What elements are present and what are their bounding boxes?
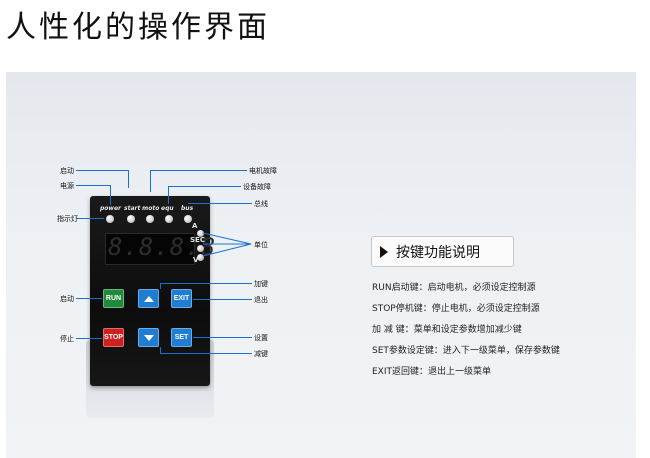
led-start — [127, 215, 135, 223]
key-function-title: 按键功能说明 — [396, 244, 480, 261]
callout-line — [160, 347, 161, 353]
description-line: SET参数设定键：进入下一级菜单，保存参数键 — [372, 346, 560, 356]
callout-inc-key: 加键 — [254, 280, 268, 288]
description-line: 加 减 键：菜单和设定参数增加减少键 — [372, 325, 522, 335]
led-moto — [146, 215, 154, 223]
callout-line — [160, 353, 252, 354]
callout-set: 设置 — [254, 334, 268, 342]
arrow-up-icon — [143, 295, 154, 302]
callout-stop: 停止 — [60, 335, 74, 343]
callout-equip-fault: 设备故障 — [243, 183, 271, 191]
callout-line — [110, 185, 111, 205]
led-bus — [184, 215, 192, 223]
callout-line — [76, 338, 102, 339]
led-label-bus: bus — [181, 205, 194, 212]
callout-line — [168, 186, 241, 187]
led-label-moto: moto — [142, 205, 160, 212]
callout-line — [150, 170, 151, 192]
callout-line — [76, 185, 110, 186]
indicator-label-a: A — [192, 222, 198, 230]
callout-power: 电源 — [60, 182, 74, 190]
indicator-dot-sec — [197, 245, 204, 252]
callout-bus: 总线 — [254, 200, 268, 208]
exit-button[interactable]: EXIT — [171, 289, 192, 308]
callout-start: 启动 — [60, 167, 74, 175]
callout-line — [193, 337, 252, 338]
description-line: RUN启动键：启动电机，必须设定控制源 — [372, 283, 536, 293]
triangle-right-icon — [380, 245, 388, 258]
callout-line — [193, 299, 252, 300]
callout-run-start: 启动 — [60, 295, 74, 303]
description-line: EXIT返回键：退出上一级菜单 — [372, 367, 492, 377]
callout-motor-fault: 电机故障 — [249, 167, 277, 175]
indicator-dot-a — [197, 230, 204, 237]
callout-unit: 单位 — [254, 241, 268, 249]
decrease-button[interactable] — [138, 328, 159, 347]
description-line: STOP停机键：停止电机，必须设定控制源 — [372, 304, 540, 314]
callout-line — [128, 170, 129, 188]
led-label-equ: equ — [161, 205, 174, 212]
arrow-down-icon — [143, 334, 154, 341]
run-button[interactable]: RUN — [103, 289, 124, 308]
callout-line — [76, 170, 128, 171]
increase-button[interactable] — [138, 289, 159, 308]
indicator-label-v: V — [193, 256, 199, 264]
led-equ — [165, 215, 173, 223]
stop-button[interactable]: STOP — [103, 328, 124, 347]
callout-dec-key: 减键 — [254, 350, 268, 358]
callout-line — [168, 186, 169, 204]
led-label-start: start — [124, 205, 141, 212]
unit-callout-lines — [203, 232, 252, 257]
callout-line — [160, 283, 161, 289]
callout-indicator-lights: 指示灯 — [57, 215, 78, 223]
seven-segment-display — [105, 233, 195, 265]
indicator-label-sec: SEC — [190, 236, 205, 244]
callout-exit: 退出 — [254, 296, 268, 304]
indicator-dot-v — [197, 254, 204, 261]
led-power — [106, 215, 114, 223]
page-title: 人性化的操作界面 — [6, 10, 270, 45]
set-button[interactable]: SET — [171, 328, 192, 347]
led-label-power: power — [100, 205, 121, 212]
key-function-header: 按键功能说明 — [371, 236, 514, 267]
callout-line — [160, 283, 252, 284]
callout-line — [150, 170, 247, 171]
callout-line — [76, 298, 102, 299]
callout-line — [76, 218, 104, 219]
callout-line — [188, 203, 252, 204]
